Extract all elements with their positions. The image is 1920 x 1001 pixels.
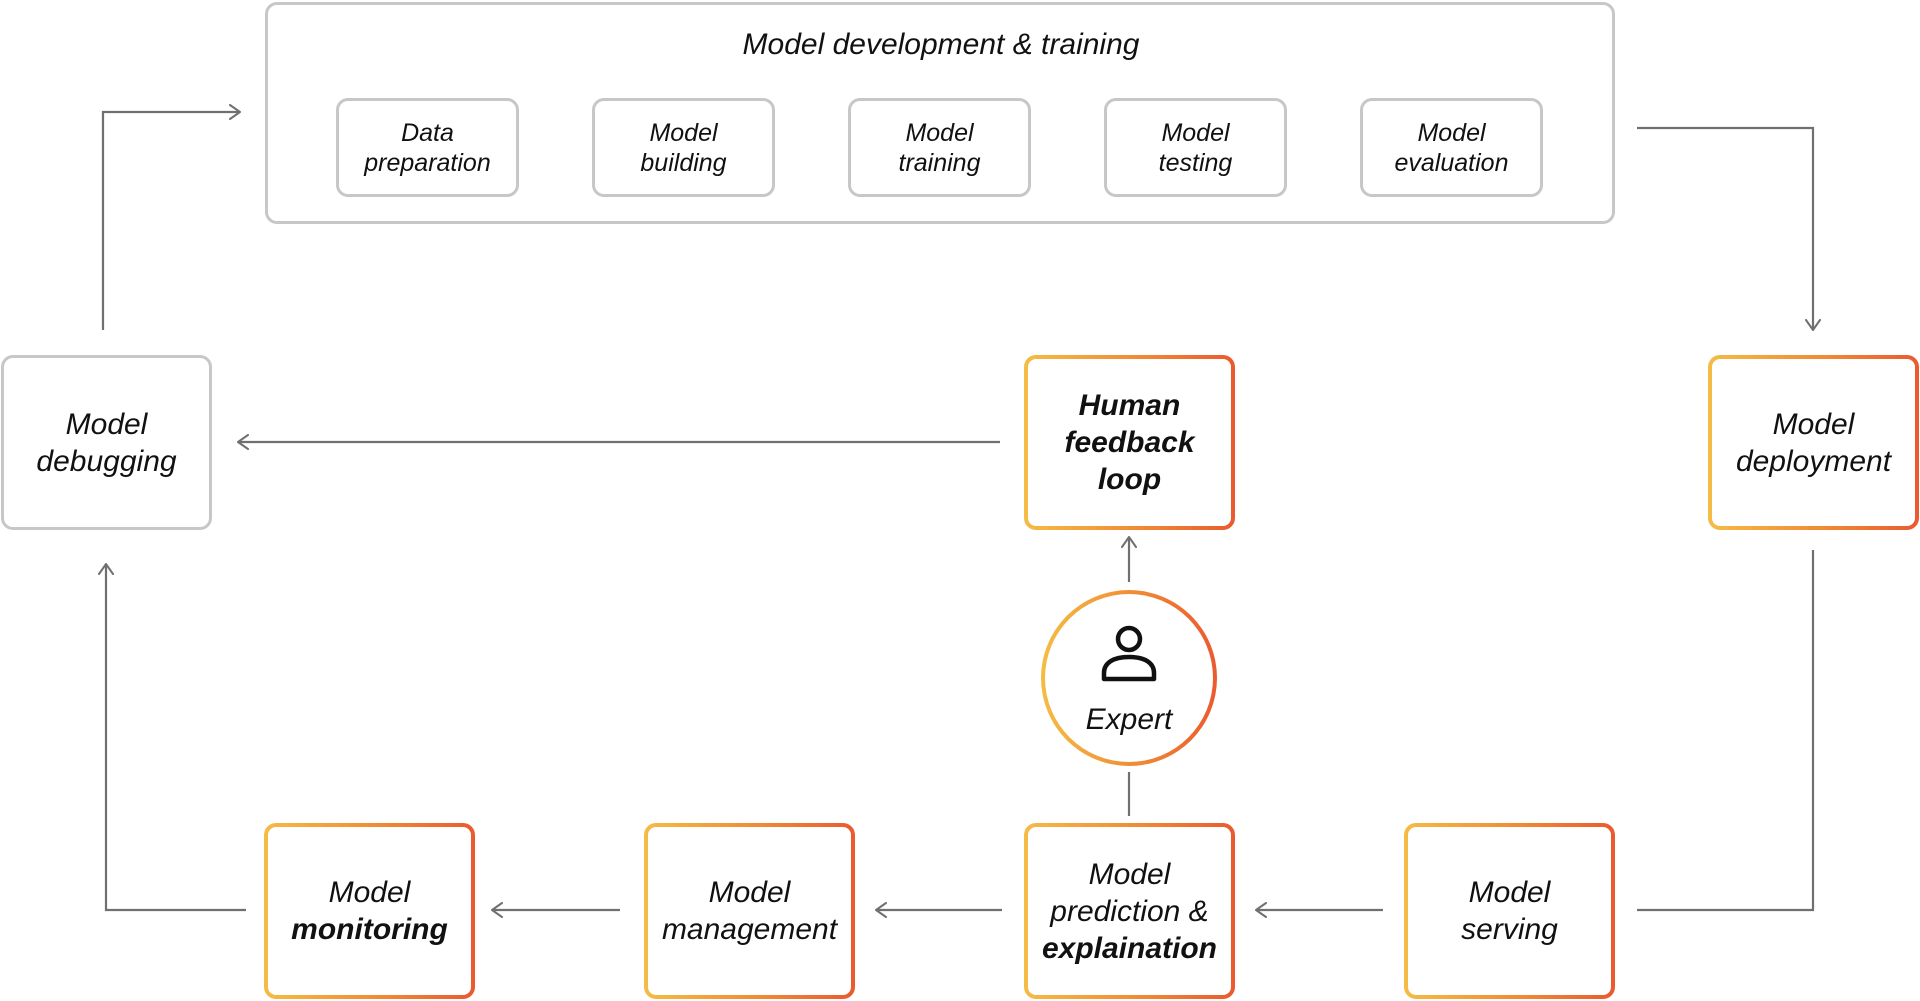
- step-model-evaluation: Model evaluation: [1360, 98, 1543, 197]
- node-model-deployment: Model deployment: [1708, 355, 1919, 530]
- arrow-debugging-to-development: [101, 104, 241, 330]
- development-group-title: Model development & training: [742, 28, 1140, 61]
- person-icon: [1101, 625, 1157, 682]
- arrow-deployment-to-serving: [1637, 550, 1815, 912]
- step-label-line2: building: [640, 148, 727, 177]
- step-label-line2: training: [898, 148, 981, 177]
- node-model-serving: Model serving: [1404, 823, 1615, 999]
- node-label-line1: Model: [1772, 407, 1855, 441]
- node-label-line2: serving: [1461, 913, 1558, 946]
- step-model-building: Model building: [592, 98, 775, 197]
- step-model-training: Model training: [848, 98, 1031, 197]
- node-model-debugging: Model debugging: [1, 355, 212, 530]
- node-label-line1: Model: [1088, 857, 1171, 891]
- step-label-line2: preparation: [364, 148, 491, 177]
- node-model-management: Model management: [644, 823, 855, 999]
- step-label-line1: Data: [401, 118, 454, 147]
- node-label-line2: management: [661, 913, 838, 946]
- expert-node: Expert: [1041, 590, 1217, 766]
- arrow-monitoring-to-debugging: [98, 563, 246, 912]
- node-label-line2: deployment: [1735, 444, 1892, 478]
- node-label-line3: explaination: [1041, 931, 1218, 965]
- step-label-line1: Model: [1417, 118, 1486, 147]
- node-label-line1: Model: [65, 407, 148, 441]
- step-model-testing: Model testing: [1104, 98, 1287, 197]
- node-label-line2: prediction &: [1050, 894, 1209, 928]
- node-label-line2: debugging: [36, 444, 177, 478]
- node-label-line2: monitoring: [291, 913, 448, 946]
- node-label-line1: Model: [1468, 876, 1551, 909]
- node-label-line1: Human: [1078, 389, 1181, 422]
- step-label-line1: Model: [1161, 118, 1230, 147]
- node-label-line3: loop: [1097, 463, 1162, 496]
- arrow-development-to-deployment: [1637, 126, 1821, 331]
- node-model-prediction: Model prediction & explaination: [1024, 823, 1235, 999]
- step-label-line1: Model: [649, 118, 718, 147]
- node-label-line1: Model: [328, 876, 411, 909]
- node-human-feedback-loop: Human feedback loop: [1024, 355, 1235, 530]
- step-label-line2: evaluation: [1394, 148, 1509, 177]
- step-label-line2: testing: [1158, 148, 1233, 177]
- node-model-monitoring: Model monitoring: [264, 823, 475, 999]
- expert-label: Expert: [1085, 703, 1173, 736]
- step-label-line1: Model: [905, 118, 974, 147]
- node-label-line2: feedback: [1064, 426, 1195, 459]
- node-label-line1: Model: [708, 876, 791, 909]
- step-data-preparation: Data preparation: [336, 98, 519, 197]
